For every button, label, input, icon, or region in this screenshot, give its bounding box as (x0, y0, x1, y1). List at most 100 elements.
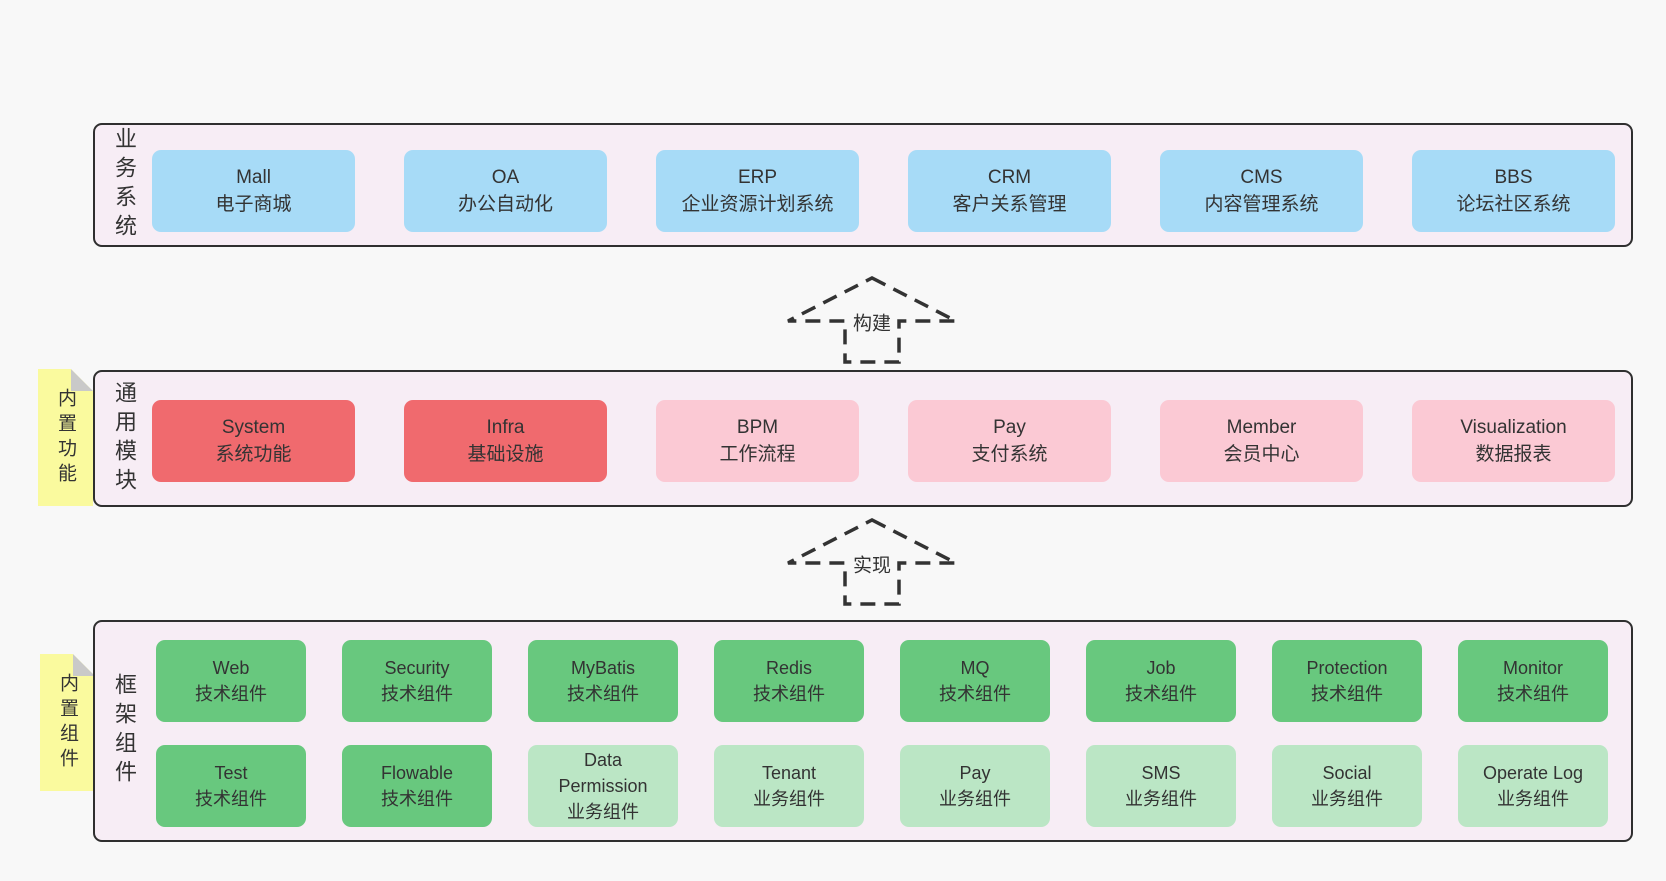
box-desc: 技术组件 (1311, 684, 1383, 704)
box-desc: 会员中心 (1223, 444, 1300, 465)
box-desc: 技术组件 (1125, 684, 1197, 704)
box-infra: Infra 基础设施 (404, 400, 607, 482)
box-data-permission: Data Permission 业务组件 (528, 745, 678, 827)
box-mybatis: MyBatis 技术组件 (528, 640, 678, 722)
box-name: Web (212, 658, 250, 678)
box-name: CRM (987, 167, 1032, 188)
box-desc: 技术组件 (939, 684, 1011, 704)
box-name: Mall (236, 167, 271, 188)
box-desc: 业务组件 (1497, 789, 1569, 809)
box-redis: Redis 技术组件 (714, 640, 864, 722)
box-name: OA (491, 167, 520, 188)
box-job: Job 技术组件 (1086, 640, 1236, 722)
sticky-label: 内置功能 (55, 387, 76, 488)
box-desc: 业务组件 (1125, 789, 1197, 809)
box-desc: 业务组件 (567, 802, 639, 822)
box-desc: 客户关系管理 (952, 194, 1067, 215)
box-name: Visualization (1460, 417, 1567, 438)
box-desc: 电子商城 (215, 194, 292, 215)
box-name: Infra (486, 417, 525, 438)
box-desc: 支付系统 (971, 444, 1048, 465)
box-name: Job (1146, 658, 1176, 678)
box-desc: 技术组件 (381, 684, 453, 704)
layer-common-modules: 通用模块 System 系统功能 Infra 基础设施 BPM 工作流程 Pay… (93, 370, 1633, 507)
box-desc: 技术组件 (1497, 684, 1569, 704)
box-name: MyBatis (570, 658, 635, 678)
box-desc: 系统功能 (215, 444, 292, 465)
box-name: Monitor (1502, 658, 1564, 678)
box-desc: 技术组件 (381, 789, 453, 809)
box-web: Web 技术组件 (156, 640, 306, 722)
box-desc: 技术组件 (753, 684, 825, 704)
box-tenant: Tenant 业务组件 (714, 745, 864, 827)
box-name: Social (1322, 763, 1372, 783)
layer-business-systems: 业务系统 Mall 电子商城 OA 办公自动化 ERP 企业资源计划系统 CRM… (93, 123, 1633, 247)
box-pay-module: Pay 支付系统 (908, 400, 1111, 482)
implement-arrow (787, 518, 957, 606)
build-arrow (787, 276, 957, 364)
box-desc: 基础设施 (467, 444, 544, 465)
box-desc: 业务组件 (939, 789, 1011, 809)
box-operate-log: Operate Log 业务组件 (1458, 745, 1608, 827)
box-cms: CMS 内容管理系统 (1160, 150, 1363, 232)
box-name: Data Permission (558, 750, 648, 796)
box-social: Social 业务组件 (1272, 745, 1422, 827)
box-desc: 业务组件 (753, 789, 825, 809)
layer-label: 业务系统 (112, 127, 137, 243)
box-crm: CRM 客户关系管理 (908, 150, 1111, 232)
box-desc: 技术组件 (567, 684, 639, 704)
box-desc: 数据报表 (1475, 444, 1552, 465)
box-desc: 技术组件 (195, 789, 267, 809)
box-name: BBS (1494, 167, 1533, 188)
folded-corner-icon (73, 654, 95, 676)
box-desc: 工作流程 (719, 444, 796, 465)
box-system: System 系统功能 (152, 400, 355, 482)
box-name: Operate Log (1482, 763, 1584, 783)
box-pay-component: Pay 业务组件 (900, 745, 1050, 827)
box-bbs: BBS 论坛社区系统 (1412, 150, 1615, 232)
box-name: SMS (1141, 763, 1181, 783)
box-desc: 内容管理系统 (1204, 194, 1319, 215)
box-protection: Protection 技术组件 (1272, 640, 1422, 722)
box-test: Test 技术组件 (156, 745, 306, 827)
box-desc: 企业资源计划系统 (681, 194, 834, 215)
box-name: CMS (1240, 167, 1283, 188)
box-name: BPM (736, 417, 779, 438)
box-erp: ERP 企业资源计划系统 (656, 150, 859, 232)
box-oa: OA 办公自动化 (404, 150, 607, 232)
box-desc: 业务组件 (1311, 789, 1383, 809)
sticky-note-builtin-features: 内置功能 (38, 369, 93, 506)
box-desc: 办公自动化 (457, 194, 553, 215)
sticky-note-builtin-components: 内置组件 (40, 654, 95, 791)
box-name: Flowable (380, 763, 454, 783)
box-mq: MQ 技术组件 (900, 640, 1050, 722)
box-name: Protection (1306, 658, 1388, 678)
build-arrow-label: 构建 (848, 307, 896, 337)
box-monitor: Monitor 技术组件 (1458, 640, 1608, 722)
box-visualization: Visualization 数据报表 (1412, 400, 1615, 482)
box-desc: 论坛社区系统 (1456, 194, 1571, 215)
layer-label: 框架组件 (112, 673, 137, 789)
box-name: MQ (960, 658, 990, 678)
box-name: Test (214, 763, 248, 783)
box-security: Security 技术组件 (342, 640, 492, 722)
box-desc: 技术组件 (195, 684, 267, 704)
box-member: Member 会员中心 (1160, 400, 1363, 482)
box-name: Pay (993, 417, 1026, 438)
box-name: Tenant (761, 763, 817, 783)
box-bpm: BPM 工作流程 (656, 400, 859, 482)
box-sms: SMS 业务组件 (1086, 745, 1236, 827)
layer-label: 通用模块 (112, 380, 137, 497)
layer-framework-components: 框架组件 Web 技术组件 Security 技术组件 MyBatis 技术组件… (93, 620, 1633, 842)
box-name: ERP (737, 167, 778, 188)
box-name: Security (384, 658, 450, 678)
box-name: Redis (765, 658, 813, 678)
box-name: Member (1226, 417, 1297, 438)
box-flowable: Flowable 技术组件 (342, 745, 492, 827)
box-mall: Mall 电子商城 (152, 150, 355, 232)
sticky-label: 内置组件 (57, 672, 78, 773)
box-name: Pay (959, 763, 991, 783)
implement-arrow-label: 实现 (848, 549, 896, 579)
folded-corner-icon (71, 369, 93, 391)
